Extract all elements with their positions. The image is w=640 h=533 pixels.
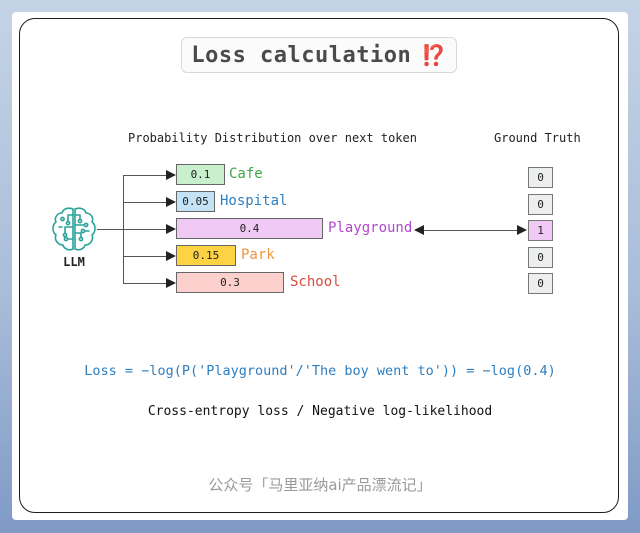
brain-circuit-icon [52,207,96,251]
interrobang-icon: ⁉️ [421,43,447,67]
title-box: Loss calculation ⁉️ [181,37,457,73]
branch-line-school [123,283,167,284]
match-arrow-line [420,230,520,231]
prob-bar-school: 0.3 [176,272,284,293]
arrow-right-icon [166,170,176,180]
prob-bar-playground: 0.4 [176,218,323,239]
arrow-right-icon [166,224,176,234]
distribution-header: Probability Distribution over next token [128,131,417,145]
prob-bar-hospital: 0.05 [176,191,215,212]
llm-label: LLM [63,255,85,269]
gt-cell-playground: 1 [528,220,553,241]
token-label-cafe: Cafe [229,166,263,182]
arrow-right-icon [166,251,176,261]
gt-cell-cafe: 0 [528,167,553,188]
loss-formula: Loss = −log(P('Playground'/'The boy went… [84,363,556,379]
gt-cell-school: 0 [528,273,553,294]
token-label-park: Park [241,247,275,263]
arrow-right-icon [517,225,527,235]
prob-bar-park: 0.15 [176,245,236,266]
branch-line-hospital [123,202,167,203]
token-label-playground: Playground [328,220,413,236]
gt-cell-park: 0 [528,247,553,268]
llm-connector-line [97,229,167,230]
prob-bar-cafe: 0.1 [176,164,225,185]
token-label-hospital: Hospital [220,193,288,209]
ground-truth-header: Ground Truth [494,131,581,145]
token-label-school: School [290,274,341,290]
branch-trunk-line [123,175,124,284]
arrow-left-icon [414,225,424,235]
gt-cell-hospital: 0 [528,194,553,215]
branch-line-park [123,256,167,257]
watermark: 公众号「马里亚纳ai产品漂流记」 [208,476,432,494]
branch-line-cafe [123,175,167,176]
loss-subtitle: Cross-entropy loss / Negative log-likeli… [147,404,493,419]
page-title: Loss calculation [191,42,412,68]
arrow-right-icon [166,278,176,288]
diagram-frame [19,18,619,513]
arrow-right-icon [166,197,176,207]
